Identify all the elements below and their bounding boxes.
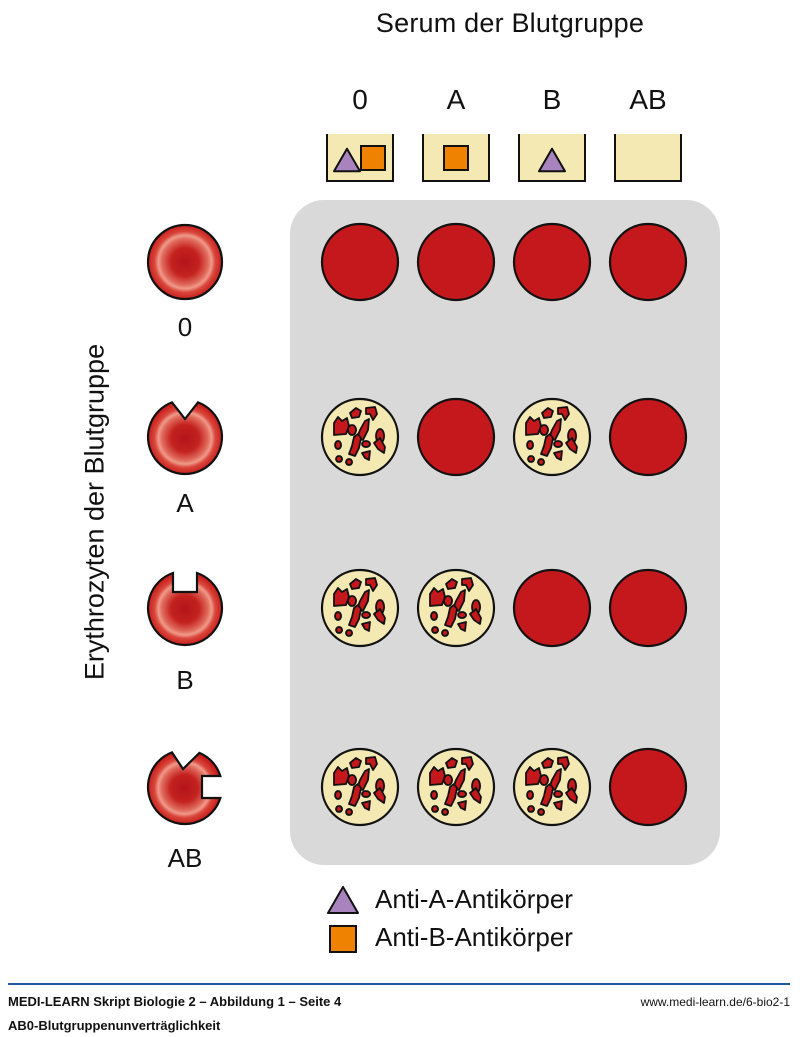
- erythrocyte-ab-icon: [146, 751, 222, 826]
- intact-well: [512, 568, 592, 648]
- anti-a-antibody-icon: [333, 147, 361, 173]
- anti-a-antibody-icon: [538, 147, 566, 173]
- agglutinated-well: [416, 747, 496, 827]
- legend-anti-b-icon: [329, 925, 357, 953]
- intact-well: [416, 222, 496, 302]
- agglutinated-well: [512, 747, 592, 827]
- intact-well: [512, 222, 592, 302]
- erythrocyte-a-icon: [146, 401, 224, 476]
- footer-title: MEDI-LEARN Skript Biologie 2 – Abbildung…: [8, 994, 342, 1009]
- serum-label-a: A: [446, 84, 466, 115]
- erythrocyte-0-icon: [146, 223, 224, 301]
- intact-well: [416, 397, 496, 477]
- agglutinated-well: [320, 747, 400, 827]
- anti-b-antibody-icon: [443, 145, 469, 171]
- legend-anti-a-label: Anti-A-Antikörper: [375, 884, 573, 914]
- erythrocyte-b-icon: [146, 571, 224, 647]
- footer-divider: [8, 983, 790, 985]
- legend-anti-b-label: Anti-B-Antikörper: [375, 922, 573, 952]
- erythrocyte-label-0: 0: [177, 312, 193, 342]
- serum-container-b: [518, 134, 586, 182]
- intact-well: [608, 397, 688, 477]
- serum-axis-title: Serum der Blutgruppe: [375, 8, 645, 38]
- footer-url: www.medi-learn.de/6-bio2-1: [640, 995, 790, 1009]
- serum-label-ab: AB: [629, 84, 667, 115]
- intact-well: [608, 222, 688, 302]
- erythrocyte-label-a: A: [176, 488, 194, 518]
- intact-well: [320, 222, 400, 302]
- anti-b-antibody-icon: [360, 145, 386, 171]
- erythrocyte-label-b: B: [176, 665, 194, 695]
- intact-well: [608, 747, 688, 827]
- serum-label-b: B: [542, 84, 562, 115]
- agglutinated-well: [320, 568, 400, 648]
- agglutinated-well: [416, 568, 496, 648]
- serum-container-0: [326, 134, 394, 182]
- legend-anti-a-icon: [327, 885, 359, 915]
- intact-well: [608, 568, 688, 648]
- serum-container-ab: [614, 134, 682, 182]
- agglutinated-well: [320, 397, 400, 477]
- serum-container-a: [422, 134, 490, 182]
- erythrocyte-label-ab: AB: [167, 843, 203, 873]
- serum-label-0: 0: [352, 84, 368, 115]
- footer-subtitle: AB0-Blutgruppenunverträglichkeit: [8, 1018, 221, 1033]
- agglutinated-well: [512, 397, 592, 477]
